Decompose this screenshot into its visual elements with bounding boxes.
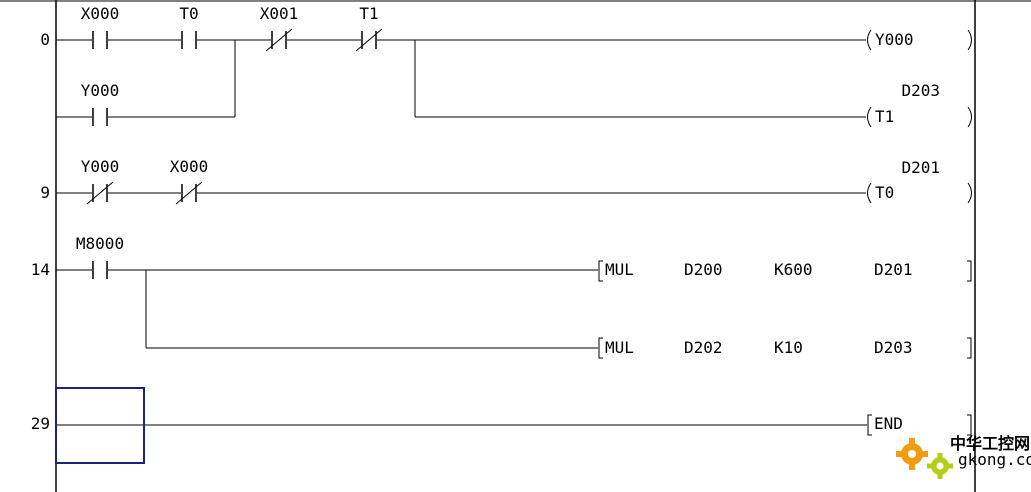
contact-slash	[355, 28, 383, 52]
instruction-op: MUL	[605, 338, 634, 357]
contact-label: X001	[260, 4, 299, 23]
coil-left-paren	[867, 182, 872, 204]
contact-slash	[175, 181, 203, 205]
edit-cursor[interactable]	[55, 387, 145, 464]
contact-label: T1	[359, 4, 378, 23]
contact-x000-nc[interactable]: X000	[170, 157, 209, 205]
step-number: 14	[31, 260, 50, 279]
instruction-operand: D200	[684, 260, 723, 279]
contact-y000-parallel[interactable]: Y000	[81, 81, 120, 126]
watermark-cn: 中华工控网	[950, 434, 1030, 453]
instruction-right-bracket	[967, 337, 972, 359]
rung-9: 9 Y000 X000 T0 D201	[40, 157, 972, 205]
instruction-right-bracket	[967, 260, 972, 282]
coil-left-paren	[867, 29, 872, 51]
contact-y000-nc[interactable]: Y000	[81, 157, 120, 205]
coil-setpoint: D201	[901, 158, 940, 177]
contact-x000[interactable]: X000	[81, 4, 120, 49]
coil-device: Y000	[875, 30, 914, 49]
coil-y000[interactable]: Y000	[867, 29, 972, 51]
coil-left-paren	[867, 106, 872, 128]
gear-icon	[896, 438, 928, 470]
rung-14: 14 M8000 MUL D200 K600 D201 MUL D202 K10…	[31, 234, 972, 359]
contact-slash	[86, 181, 114, 205]
step-number: 9	[40, 183, 50, 202]
contact-label: Y000	[81, 157, 120, 176]
instruction-right-bracket	[967, 414, 972, 436]
contact-label: X000	[81, 4, 120, 23]
contact-m8000[interactable]: M8000	[76, 234, 124, 279]
instruction-op: MUL	[605, 260, 634, 279]
rung-0: 0 X000 T0 X001 T1	[40, 4, 972, 128]
instruction-left-bracket	[598, 337, 603, 359]
gear-icon	[927, 453, 953, 479]
coil-setpoint: D203	[901, 81, 940, 100]
instruction-operand: D201	[874, 260, 913, 279]
coil-device: T0	[875, 183, 894, 202]
instruction-operand: K10	[774, 338, 803, 357]
contact-label: M8000	[76, 234, 124, 253]
instruction-left-bracket	[598, 260, 603, 282]
step-number: 0	[40, 30, 50, 49]
contact-x001[interactable]: X001	[260, 4, 299, 52]
coil-t0[interactable]: T0 D201	[867, 158, 972, 204]
instruction-mul-2[interactable]: MUL D202 K10 D203	[598, 337, 972, 359]
coil-right-paren	[967, 182, 972, 204]
coil-right-paren	[967, 106, 972, 128]
coil-device: T1	[875, 107, 894, 126]
watermark-site: gkong.com	[958, 450, 1031, 469]
contact-t0[interactable]: T0	[179, 4, 199, 49]
contact-label: Y000	[81, 81, 120, 100]
watermark: 中华工控网 gkong.com	[896, 434, 1031, 479]
instruction-operand: K600	[774, 260, 813, 279]
instruction-operand: D203	[874, 338, 913, 357]
instruction-op: END	[874, 414, 903, 433]
rung-29: 29 END	[31, 387, 972, 464]
instruction-left-bracket	[867, 414, 872, 436]
contact-t1[interactable]: T1	[355, 4, 383, 52]
coil-t1[interactable]: T1 D203	[867, 81, 972, 128]
coil-right-paren	[967, 29, 972, 51]
contact-label: X000	[170, 157, 209, 176]
instruction-mul-1[interactable]: MUL D200 K600 D201	[598, 260, 972, 282]
instruction-operand: D202	[684, 338, 723, 357]
contact-slash	[265, 28, 293, 52]
contact-label: T0	[179, 4, 198, 23]
step-number: 29	[31, 414, 50, 433]
instruction-end[interactable]: END	[867, 414, 972, 436]
